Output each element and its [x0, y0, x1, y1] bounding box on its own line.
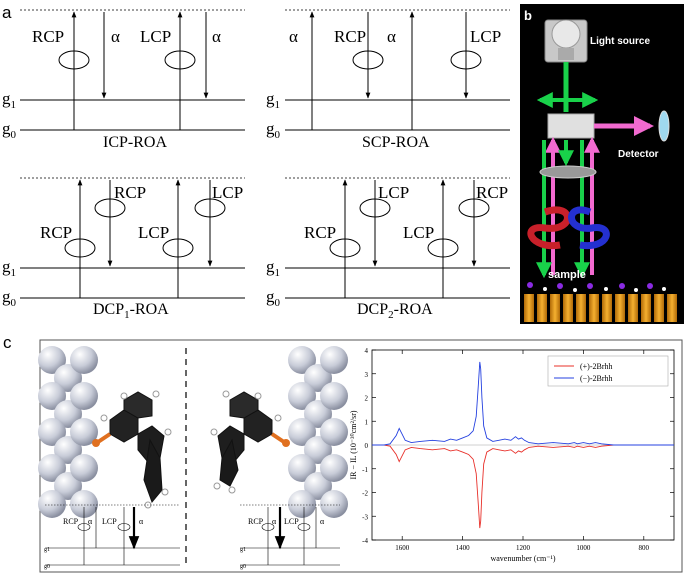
series-line-1 — [372, 444, 674, 529]
scp-beam-3: α — [387, 27, 396, 46]
svg-text:g0: g0 — [266, 119, 281, 141]
svg-text:α: α — [320, 517, 325, 526]
right-mini-roa-diagram: RCP α LCP α g1 g0 — [240, 504, 340, 570]
legend-label: (−)-2Brhh — [580, 374, 613, 383]
panel-c-frame — [39, 339, 683, 573]
dcp1-caption: DCP1-ROA — [93, 301, 169, 321]
y-tick-label: -4 — [362, 537, 368, 545]
svg-text:g1: g1 — [44, 547, 50, 553]
y-tick-label: -2 — [362, 490, 368, 498]
sample-label: sample — [548, 269, 586, 281]
right-metal-surface — [288, 346, 348, 518]
svg-text:RCP: RCP — [248, 517, 264, 526]
y-tick-label: -3 — [362, 513, 368, 521]
y-tick-label: 3 — [365, 371, 369, 379]
light-source-label: Light source — [590, 36, 650, 47]
dcp2-caption: DCP2-ROA — [357, 301, 433, 321]
level-g1: g1 — [2, 89, 16, 111]
y-tick-label: 1 — [365, 418, 369, 426]
y-axis-label: IR − IL (10⁻³⁰cm²/sr) — [349, 410, 358, 479]
scp-caption: SCP-ROA — [362, 134, 430, 151]
lens-icon — [539, 165, 597, 179]
y-tick-label: 0 — [365, 442, 369, 450]
svg-text:LCP: LCP — [102, 517, 117, 526]
dcp1-beam-3: LCP — [138, 223, 169, 242]
icp-roa-diagram: RCP α LCP α g1 g0 ICP-ROA — [2, 9, 245, 151]
red-helix — [527, 206, 571, 250]
dcp2-beam-1: RCP — [304, 223, 336, 242]
x-tick-label: 1200 — [516, 544, 531, 552]
detector-label: Detector — [618, 149, 659, 160]
dcp1-roa-diagram: RCP RCP LCP LCP g1 g0 DCP1-ROA — [2, 177, 245, 321]
panel-label-b: b — [524, 8, 532, 23]
detector-icon — [658, 110, 670, 142]
chart-legend — [547, 355, 669, 387]
svg-text:LCP: LCP — [284, 517, 299, 526]
dcp1-beam-2: RCP — [114, 183, 146, 202]
right-molecule — [210, 390, 290, 494]
dcp2-beam-2: LCP — [378, 183, 409, 202]
scp-beam-2: RCP — [334, 27, 366, 46]
svg-text:RCP: RCP — [63, 517, 79, 526]
x-tick-label: 800 — [639, 544, 650, 552]
roa-spectrum-chart: 4 3 2 1 0 -1 -2 -3 -4 1600 1400 1200 1000 800 (+)-2Brh… — [349, 347, 675, 563]
left-mini-roa-diagram: RCP α LCP α g1 g0 — [44, 504, 180, 570]
dcp2-beam-4: RCP — [476, 183, 508, 202]
svg-text:α: α — [88, 517, 93, 526]
left-metal-surface — [38, 346, 98, 518]
icp-beam-3: LCP — [140, 27, 171, 46]
series-line-2 — [372, 361, 674, 446]
y-tick-label: 2 — [365, 395, 369, 403]
svg-text:g0: g0 — [2, 287, 17, 309]
light-source-icon — [544, 19, 588, 63]
x-tick-label: 1000 — [576, 544, 591, 552]
gold-nanorod-array — [524, 294, 677, 322]
panel-label-a: a — [2, 3, 12, 22]
svg-text:g0: g0 — [266, 287, 281, 309]
panel-label-c: c — [3, 333, 12, 352]
svg-text:g1: g1 — [240, 547, 246, 553]
level-g0: g0 — [2, 119, 17, 141]
svg-text:g1: g1 — [2, 257, 16, 279]
dcp1-beam-1: RCP — [40, 223, 72, 242]
roa-setup-panel: b Light source Detector sample — [520, 4, 684, 324]
icp-beam-4: α — [212, 27, 221, 46]
scp-beam-4: LCP — [470, 27, 501, 46]
left-molecule — [92, 390, 172, 509]
svg-text:g1: g1 — [266, 257, 280, 279]
scp-roa-diagram: α RCP α LCP g1 g0 SCP-ROA — [266, 9, 510, 151]
svg-text:g0: g0 — [240, 564, 246, 570]
icp-caption: ICP-ROA — [103, 134, 167, 151]
dcp1-beam-4: LCP — [212, 183, 243, 202]
scp-beam-1: α — [289, 27, 298, 46]
dcp2-roa-diagram: RCP LCP LCP RCP g1 g0 DCP2-ROA — [266, 177, 510, 321]
icp-beam-2: α — [111, 27, 120, 46]
svg-text:g1: g1 — [266, 89, 280, 111]
svg-text:α: α — [139, 517, 144, 526]
svg-text:α: α — [272, 517, 277, 526]
blue-helix — [568, 206, 610, 250]
x-axis-label: wavenumber (cm⁻¹) — [490, 554, 555, 563]
y-tick-label: -1 — [362, 466, 368, 474]
svg-text:g0: g0 — [44, 564, 50, 570]
y-tick-label: 4 — [365, 347, 369, 355]
adsorbed-molecules — [527, 282, 666, 292]
legend-label: (+)-2Brhh — [580, 362, 613, 371]
x-tick-label: 1400 — [456, 544, 471, 552]
dcp2-beam-3: LCP — [403, 223, 434, 242]
icp-beam-1: RCP — [32, 27, 64, 46]
x-tick-label: 1600 — [395, 544, 410, 552]
